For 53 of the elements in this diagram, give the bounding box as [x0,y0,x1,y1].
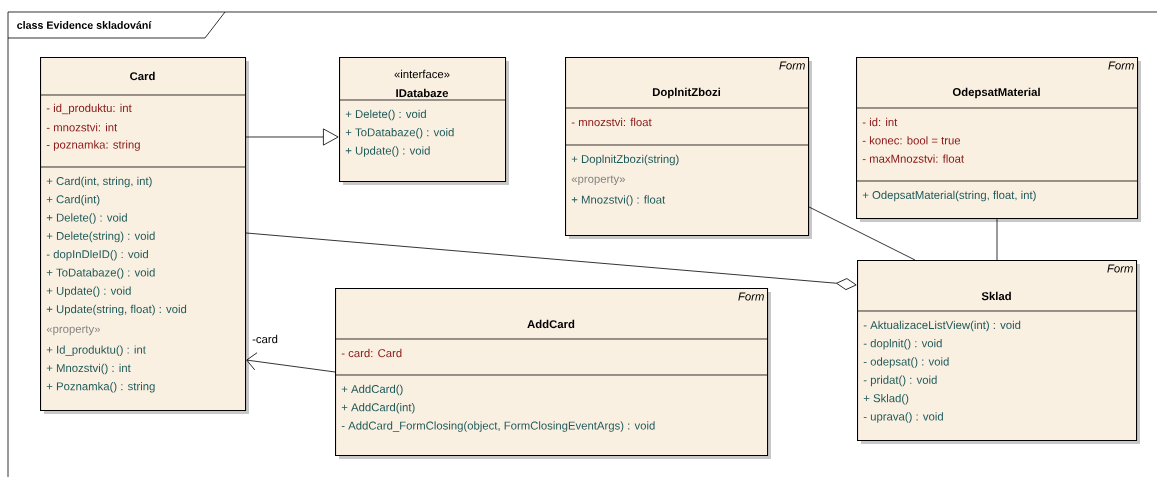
aggregation-line [245,232,857,290]
attribute: - mnozstvi: float [571,117,652,127]
operation: + ToDatabaze() : void [345,128,454,139]
operation: + Mnozstvi() : float [571,195,666,206]
operation: + Card(int) [46,195,100,206]
operation: + OdepsatMaterial(string, float, int) [862,190,1036,202]
attribute: - id_produktu: int [46,103,132,115]
class-name: AddCard [527,319,575,329]
operation: + Update() : void [345,146,430,157]
operation: - dopInDleID() : void [46,249,148,261]
attribute: - poznamka: string [46,140,140,151]
class-name: Sklad [981,291,1011,301]
class-name: OdepsatMaterial [952,87,1040,99]
operation: - AktualizaceListView(int) : void [863,320,1021,332]
operation: + ToDatabaze() : void [46,268,155,279]
stereotype-label: Form [1108,61,1134,70]
association-line [996,218,998,261]
operation: - AddCard_FormClosing(object, FormClosingEventArgs) : void [341,421,655,432]
operation: - doplnit() : void [863,339,942,350]
stereotype-label: «property» [46,325,100,336]
stereotype-label: Form [738,292,764,301]
operation: + Mnozstvi() : int [46,363,131,375]
arrow [246,352,336,373]
attribute: - konec: bool = true [862,136,961,145]
attribute: - maxMnozstvi: float [862,154,964,163]
operation: + DoplnitZbozi(string) [571,154,679,166]
operation: - pridat() : void [863,375,937,387]
operation: + Card(int, string, int) [46,176,152,188]
association-line [808,206,916,261]
attribute: - id: int [862,117,898,127]
operation: + Poznamka() : string [46,382,155,393]
stereotype-label: «interface» [394,69,450,79]
class-name: Card [130,71,155,81]
operation: + Id_produktu() : int [46,345,146,356]
operation: - odepsat() : void [863,357,949,368]
attribute: - mnozstvi: int [46,123,118,132]
class-name: IDatabaze [396,88,449,98]
stereotype-label: Form [1107,264,1133,273]
operation: + Update() : void [46,286,131,298]
attribute: - card: Card [341,348,402,358]
operation: + Delete() : void [345,109,426,121]
operation: + Update(string, float) : void [46,304,187,316]
operation: + AddCard(int) [341,403,415,414]
operation: + AddCard() [341,384,403,396]
edge-label: -card [250,333,280,345]
operation: + Sklad() [863,393,909,405]
stereotype-label: Form [779,61,805,70]
class-name: DoplnitZbozi [652,87,720,99]
operation: + Delete() : void [46,213,127,224]
arrow [245,128,339,146]
operation: - uprava() : void [863,412,943,423]
stereotype-label: «property» [571,175,625,186]
operation: + Delete(string) : void [46,231,155,243]
